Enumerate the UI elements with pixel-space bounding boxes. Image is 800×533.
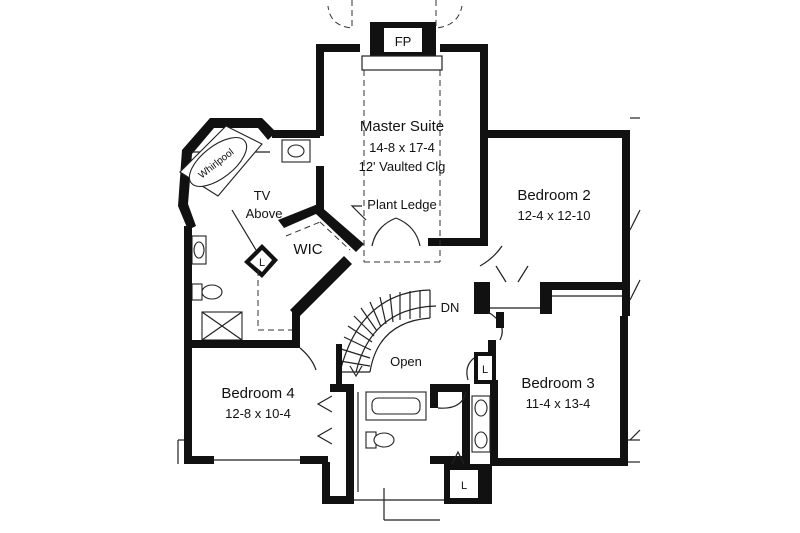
master-suite-dimensions: 14-8 x 17-4 <box>369 140 435 155</box>
master-suite-ceiling: 12' Vaulted Clg <box>359 159 446 174</box>
linen-closet-hall: L <box>466 352 496 384</box>
linen-label-3: L <box>461 480 467 492</box>
master-suite-walls <box>316 44 488 246</box>
bedroom-2-name: Bedroom 2 <box>517 187 590 204</box>
tv-pointer <box>231 209 257 251</box>
bath-sink-left <box>191 235 207 265</box>
hall-bath <box>346 384 491 496</box>
stair-down-label: DN <box>441 300 460 315</box>
bath-shower <box>201 311 243 341</box>
wic-walls <box>257 204 364 346</box>
bedroom-4-walls <box>177 340 350 464</box>
bath-toilet <box>191 283 223 301</box>
bottom-bay <box>322 462 492 521</box>
master-bath: Whirlpool <box>178 118 320 344</box>
linen-closet-wic: L <box>244 244 278 278</box>
open-label: Open <box>390 354 422 369</box>
bedroom-3-dimensions: 11-4 x 13-4 <box>526 396 591 411</box>
top-door-swings <box>327 0 463 29</box>
hall-sinks <box>471 395 491 453</box>
bath-sink-top <box>281 139 311 163</box>
fireplace-label: FP <box>395 34 412 49</box>
hall-bathtub <box>365 391 427 421</box>
bedroom-2-dimensions: 12-4 x 12-10 <box>518 208 591 223</box>
tv-label: TV <box>254 188 271 203</box>
above-label: Above <box>246 206 283 221</box>
master-double-door <box>371 217 421 247</box>
vaulted-ceiling-lines <box>363 70 441 263</box>
fireplace: FP <box>361 22 443 71</box>
bedroom-2-walls <box>474 130 630 316</box>
wic-label: WIC <box>293 241 322 258</box>
plant-ledge-label: Plant Ledge <box>367 197 436 212</box>
linen-closet-bottom: L <box>444 450 484 504</box>
plant-ledge-arrow <box>350 205 367 221</box>
whirlpool-tub: Whirlpool <box>179 125 263 197</box>
linen-label-1: L <box>259 257 265 269</box>
right-exterior-lines <box>629 117 641 441</box>
bedroom-4-name: Bedroom 4 <box>221 385 294 402</box>
bedroom-3-name: Bedroom 3 <box>521 375 594 392</box>
bedroom-4-dimensions: 12-8 x 10-4 <box>225 406 291 421</box>
curved-stair <box>336 289 437 384</box>
hall-toilet <box>365 431 395 449</box>
linen-label-2: L <box>482 364 488 376</box>
master-suite-name: Master Suite <box>360 118 444 135</box>
